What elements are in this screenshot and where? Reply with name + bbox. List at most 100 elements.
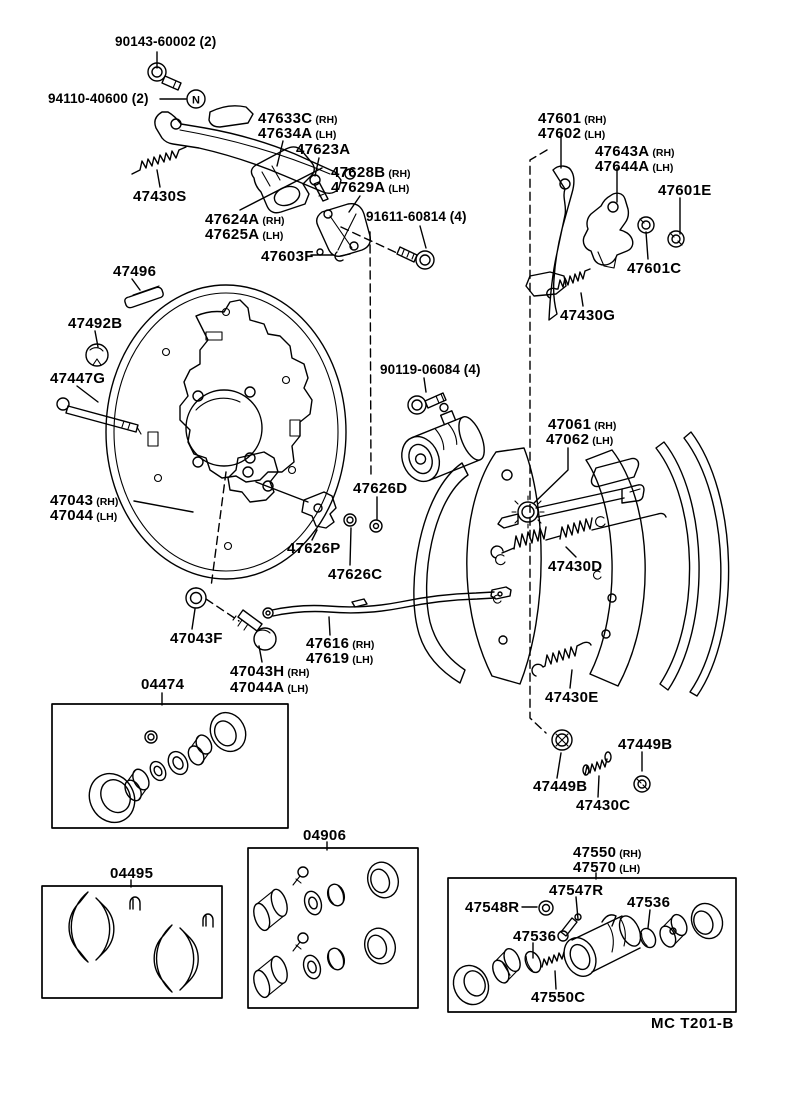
label-47449b-left: 47449B xyxy=(533,779,587,794)
label-04495: 04495 xyxy=(110,866,153,881)
label-47601e: 47601E xyxy=(658,183,712,198)
fiche-code: MC T201-B xyxy=(651,1016,734,1031)
side-qualifier: (LH) xyxy=(584,129,606,141)
part-number: 47626P xyxy=(287,540,341,557)
n-nut-marker: N xyxy=(186,89,206,109)
part-number: 47643A xyxy=(595,143,650,160)
part-number: 47619 xyxy=(306,650,350,667)
label-47626c: 47626C xyxy=(328,567,382,582)
parking-levers-right-drawing xyxy=(525,165,685,321)
label-94110-40600: 94110-40600 (2) xyxy=(48,92,149,106)
part-number: 47449B xyxy=(618,736,673,753)
part-number: 04474 xyxy=(141,676,185,693)
side-qualifier: (RH) xyxy=(352,639,375,651)
wheel-cylinder-drawing xyxy=(401,402,485,483)
side-qualifier: (RH) xyxy=(594,420,617,432)
part-number: 47430C xyxy=(576,797,631,814)
spring-47430e-drawing xyxy=(531,641,592,677)
part-number: 47550C xyxy=(531,989,586,1006)
part-number: 90143-60002 (2) xyxy=(115,34,217,49)
side-qualifier: (RH) xyxy=(96,496,119,508)
label-47430g: 47430G xyxy=(560,308,615,323)
spring-47430g-drawing xyxy=(546,268,591,299)
part-number: 47492B xyxy=(68,315,123,332)
label-47643a: 47643A(RH) xyxy=(595,144,675,159)
label-47619: 47619(LH) xyxy=(306,651,373,666)
part-number: 47547R xyxy=(549,882,604,899)
side-qualifier: (LH) xyxy=(96,511,118,523)
part-number: 04906 xyxy=(303,827,347,844)
side-qualifier: (LH) xyxy=(352,654,374,666)
part-number: 47624A xyxy=(205,211,260,228)
pin-47496-drawing xyxy=(124,285,164,309)
part-number: 47616 xyxy=(306,635,350,652)
label-47601c: 47601C xyxy=(627,261,681,276)
label-47061: 47061(RH) xyxy=(548,417,616,432)
link-47626-drawing xyxy=(301,491,383,533)
part-number: 47061 xyxy=(548,416,592,433)
part-number: 47043H xyxy=(230,663,285,680)
part-number: 47644A xyxy=(595,158,650,175)
label-47536-left: 47536 xyxy=(513,929,556,944)
side-qualifier: (RH) xyxy=(315,114,338,126)
part-number: 47447G xyxy=(50,370,106,387)
label-47644a: 47644A(LH) xyxy=(595,159,673,174)
label-47550c: 47550C xyxy=(531,990,585,1005)
label-47633c: 47633C(RH) xyxy=(258,111,338,126)
side-qualifier: (LH) xyxy=(287,683,309,695)
label-47550: 47550(RH) xyxy=(573,845,641,860)
label-47043: 47043(RH) xyxy=(50,493,118,508)
part-number: 47626D xyxy=(353,480,408,497)
label-47447g: 47447G xyxy=(50,371,105,386)
part-number: 47629A xyxy=(331,179,386,196)
adjuster-47061-drawing xyxy=(497,484,645,529)
label-47492b: 47492B xyxy=(68,316,122,331)
label-91611-60814: 91611-60814 (4) xyxy=(366,210,467,224)
part-number: 47634A xyxy=(258,125,313,142)
boot-47633c-drawing xyxy=(250,146,315,214)
side-qualifier: (LH) xyxy=(388,183,410,195)
label-47430e: 47430E xyxy=(545,690,599,705)
part-number: 47601C xyxy=(627,260,682,277)
part-number: 04495 xyxy=(110,865,154,882)
bolt-90143-drawing xyxy=(147,62,182,91)
brake-shoe-assembly-drawing xyxy=(413,431,730,697)
label-47547r: 47547R xyxy=(549,883,603,898)
kit-04474-box xyxy=(51,703,289,829)
part-number: 47602 xyxy=(538,125,582,142)
part-number: 47044A xyxy=(230,679,285,696)
part-number: 47536 xyxy=(513,928,557,945)
label-47536-right: 47536 xyxy=(627,895,670,910)
part-number: 47625A xyxy=(205,226,260,243)
part-number: 47430E xyxy=(545,689,599,706)
label-90119-06084: 90119-06084 (4) xyxy=(380,363,481,377)
part-number: 47570 xyxy=(573,859,617,876)
side-qualifier: (RH) xyxy=(262,215,285,227)
part-number: 47044 xyxy=(50,507,94,524)
label-90143-60002: 90143-60002 (2) xyxy=(115,35,216,49)
part-number: 47633C xyxy=(258,110,313,127)
label-47628b: 47628B(RH) xyxy=(331,165,411,180)
side-qualifier: (RH) xyxy=(652,147,675,159)
bolt-47043h-drawing xyxy=(232,609,277,651)
label-47043h: 47043H(RH) xyxy=(230,664,310,679)
side-qualifier: (RH) xyxy=(619,848,642,860)
label-47430c: 47430C xyxy=(576,798,630,813)
part-number: 47628B xyxy=(331,164,386,181)
label-47623a: 47623A xyxy=(296,142,350,157)
part-number: 47449B xyxy=(533,778,588,795)
part-number: 47603F xyxy=(261,248,314,265)
side-qualifier: (LH) xyxy=(619,863,641,875)
part-number: 47430S xyxy=(133,188,187,205)
part-number: 94110-40600 (2) xyxy=(48,91,149,106)
kit-04906-box xyxy=(247,847,419,1009)
nut-47043f-drawing xyxy=(185,587,207,609)
part-number: 47430D xyxy=(548,558,603,575)
label-47629a: 47629A(LH) xyxy=(331,180,409,195)
part-number: 47548R xyxy=(465,899,520,916)
bolt-47447g-drawing xyxy=(56,397,142,435)
label-04906: 04906 xyxy=(303,828,346,843)
label-47449b-right: 47449B xyxy=(618,737,672,752)
